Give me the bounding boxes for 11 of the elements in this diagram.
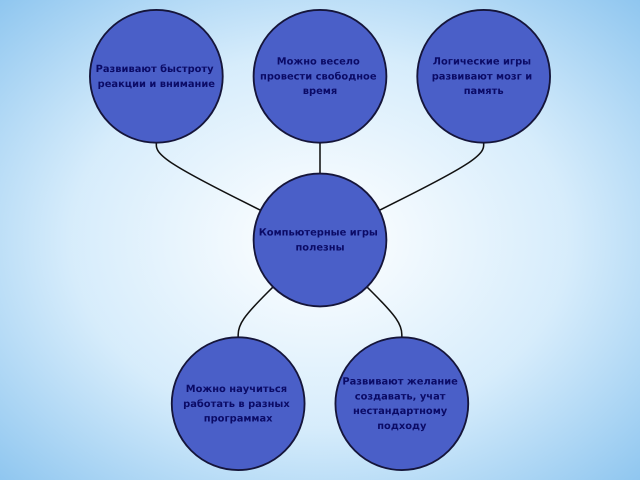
connector xyxy=(237,286,274,338)
node-circle: Логические игры развивают мозг и память xyxy=(416,9,551,144)
connector xyxy=(156,142,261,211)
node-circle: Можно весело провести свободное время xyxy=(252,9,388,144)
connector xyxy=(379,142,484,211)
node-circle: Можно научиться работать в разных программах xyxy=(170,336,306,471)
node-circle: Развивают желание создавать, учат нестандартному подходу xyxy=(334,336,470,471)
node-circle: Компьютерные игры полезны xyxy=(252,172,388,308)
connector xyxy=(366,286,403,338)
node-circle: Развивают быстроту реакции и внимание xyxy=(89,9,224,144)
connector xyxy=(319,142,321,174)
